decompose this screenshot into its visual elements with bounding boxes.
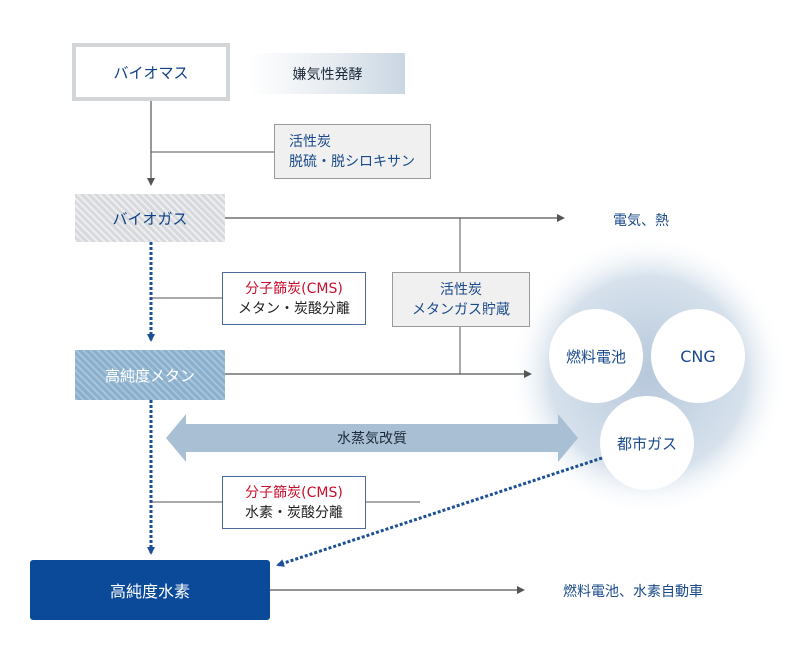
cms-box-1: 分子篩炭(CMS) メタン・炭酸分離 — [222, 272, 366, 325]
biogas-label: バイオガス — [112, 209, 188, 228]
cng-circle: CNG — [651, 309, 745, 403]
methane-label: 高純度メタン — [104, 366, 195, 385]
activated-carbon-label-2: 活性炭 — [440, 281, 482, 298]
cng-label: CNG — [680, 346, 716, 366]
fuel-cell-label: 燃料電池 — [565, 347, 626, 366]
activated-carbon-label: 活性炭 — [289, 133, 331, 150]
electricity-heat-output: 電気、熱 — [613, 210, 669, 230]
cms-box-2: 分子篩炭(CMS) 水素・炭酸分離 — [222, 476, 366, 529]
biogas-node: バイオガス — [75, 194, 225, 242]
activated-carbon-box-1: 活性炭 脱硫・脱シロキサン — [274, 124, 431, 179]
city-gas-label: 都市ガス — [616, 434, 677, 453]
methane-storage-label: メタンガス貯蔵 — [412, 301, 510, 318]
biomass-label: バイオマス — [113, 63, 189, 82]
cms-label: 分子篩炭(CMS) — [245, 280, 343, 297]
hydrogen-co2-separation-label: 水素・炭酸分離 — [245, 504, 343, 521]
electricity-heat-label: 電気、熱 — [613, 213, 669, 229]
biomass-node: バイオマス — [72, 43, 230, 101]
steam-reforming-label: 水蒸気改質 — [337, 431, 407, 447]
methane-co2-separation-label: メタン・炭酸分離 — [238, 300, 350, 317]
gas-use-glow — [508, 235, 788, 515]
city-gas-circle: 都市ガス — [600, 396, 694, 490]
methane-node: 高純度メタン — [75, 350, 225, 400]
cms-label-2: 分子篩炭(CMS) — [245, 484, 343, 501]
citygas-to-hydrogen-line — [276, 456, 603, 567]
anaerobic-fermentation-tag: 嫌気性発酵 — [250, 53, 405, 94]
activated-carbon-box-2: 活性炭 メタンガス貯蔵 — [392, 272, 530, 327]
anaerobic-label: 嫌気性発酵 — [292, 66, 363, 83]
fuel-cell-circle: 燃料電池 — [549, 309, 643, 403]
desulfurization-label: 脱硫・脱シロキサン — [289, 153, 415, 170]
steam-reforming-label-wrap: 水蒸気改質 — [186, 424, 558, 452]
fuelcell-fcv-output: 燃料電池、水素自動車 — [563, 581, 703, 601]
hydrogen-label: 高純度水素 — [109, 582, 190, 601]
steam-reforming-arrow — [166, 414, 578, 462]
fuelcell-fcv-label: 燃料電池、水素自動車 — [563, 584, 703, 600]
hydrogen-node: 高純度水素 — [30, 560, 270, 620]
